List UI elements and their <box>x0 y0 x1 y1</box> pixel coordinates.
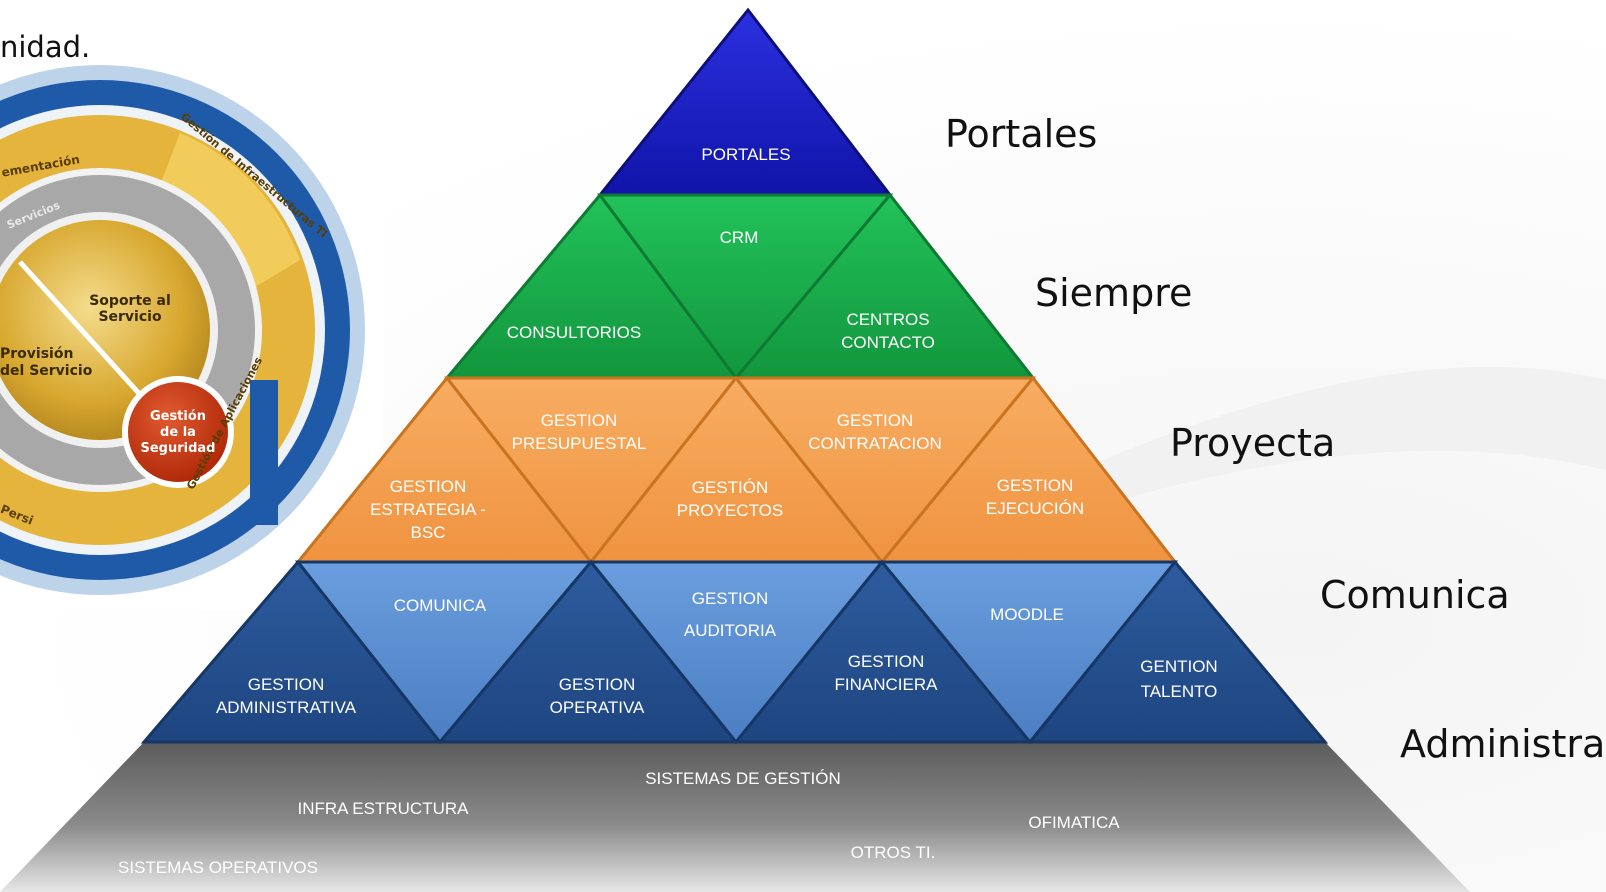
header-text-fragment: nidad. <box>0 30 91 64</box>
label-estrategia-2: ESTRATEGIA - <box>370 500 486 519</box>
label-administrativa-2: ADMINISTRATIVA <box>216 698 357 717</box>
label-proyectos-2: PROYECTOS <box>677 501 783 520</box>
label-operativa-2: OPERATIVA <box>550 698 645 717</box>
base-layer <box>0 742 1470 892</box>
side-label-siempre: Siempre <box>1035 271 1193 315</box>
label-moodle: MOODLE <box>990 605 1064 624</box>
label-portales: PORTALES <box>701 145 790 164</box>
label-presupuestal-1: GESTION <box>541 411 618 430</box>
wheel-infra-band <box>160 133 300 290</box>
label-centros-2: CONTACTO <box>841 333 935 352</box>
security-line1: Gestión <box>150 409 206 424</box>
label-financiera-2: FINANCIERA <box>835 675 939 694</box>
label-contratacion-1: GESTION <box>837 411 914 430</box>
label-comunica: COMUNICA <box>394 596 487 615</box>
label-centros-1: CENTROS <box>846 310 929 329</box>
label-consultorios: CONSULTORIOS <box>507 323 641 342</box>
tile-portales <box>596 7 894 197</box>
wheel-provision-line1: Provisión <box>0 346 73 362</box>
wheel-provision-line2: del Servicio <box>0 363 93 379</box>
label-presupuestal-2: PRESUPUESTAL <box>512 434 647 453</box>
wheel-core-divider <box>18 260 147 402</box>
label-financiera-1: GESTION <box>848 652 925 671</box>
label-talento-2: TALENTO <box>1141 682 1218 701</box>
side-label-portales: Portales <box>945 112 1098 156</box>
label-auditoria-1: GESTION <box>692 589 769 608</box>
label-ejecucion-2: EJECUCIÓN <box>986 499 1084 518</box>
label-infra-estructura: INFRA ESTRUCTURA <box>298 799 470 818</box>
label-administrativa-1: GESTION <box>248 675 325 694</box>
label-sistemas-gestion: SISTEMAS DE GESTIÓN <box>645 769 841 788</box>
label-talento-1: GENTION <box>1140 657 1217 676</box>
label-ejecucion-1: GESTION <box>997 476 1074 495</box>
label-ofimatica: OFIMATICA <box>1028 813 1120 832</box>
pyramid: PORTALES CRM CONSULTORIOS CENTROS CONTAC… <box>0 7 1470 892</box>
security-line2: de la <box>160 425 196 440</box>
wheel-soporte-line1: Soporte al <box>89 293 171 309</box>
itil-wheel: LA TECNOLOGIA ementación Gestión de Infr… <box>0 65 383 610</box>
label-estrategia-3: BSC <box>411 523 446 542</box>
side-label-proyecta: Proyecta <box>1170 421 1336 465</box>
security-circle <box>128 382 228 482</box>
label-proyectos-1: GESTIÓN <box>692 478 769 497</box>
side-label-administra: Administra <box>1400 722 1606 766</box>
side-label-comunica: Comunica <box>1320 573 1510 617</box>
tile-talento <box>1026 559 1329 744</box>
label-operativa-1: GESTION <box>559 675 636 694</box>
label-sistemas-operativos: SISTEMAS OPERATIVOS <box>118 858 318 877</box>
label-estrategia-1: GESTION <box>390 477 467 496</box>
label-otros-ti: OTROS TI. <box>851 843 936 862</box>
background-swirl <box>1080 366 1606 500</box>
wheel-blue-tab <box>250 380 278 525</box>
label-auditoria-2: AUDITORIA <box>684 621 777 640</box>
label-contratacion-2: CONTRATACION <box>808 434 941 453</box>
wheel-soporte-line2: Servicio <box>98 309 162 325</box>
label-crm: CRM <box>720 228 759 247</box>
security-line3: Seguridad <box>141 441 216 456</box>
